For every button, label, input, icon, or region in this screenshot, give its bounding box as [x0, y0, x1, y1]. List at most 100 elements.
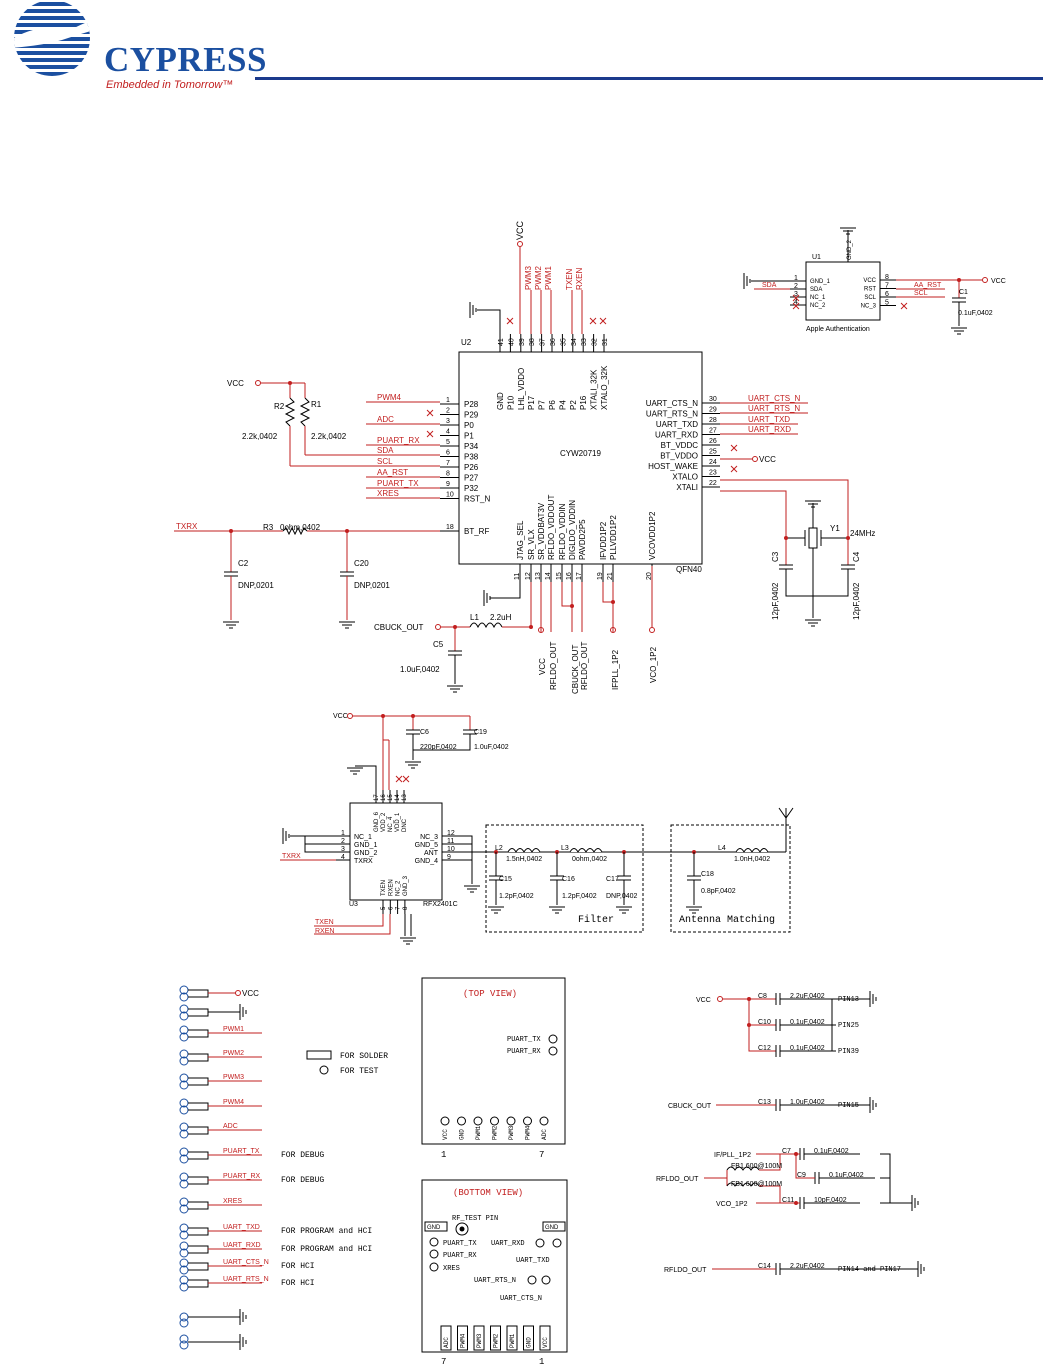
u2-pin-num: 4	[446, 429, 450, 436]
u2-pin-num: 32	[592, 338, 599, 346]
net-txen-top: TXEN	[565, 268, 574, 290]
u1-pin-num: 2	[794, 283, 798, 290]
net-uart-cts: UART_CTS_N	[748, 394, 801, 403]
connector-row: PWM1	[179, 1025, 262, 1042]
rf-feed: TXRX R3 0ohm,0402 C2 DNP,0201 C20 DNP,02…	[174, 522, 440, 629]
header-rule	[255, 77, 1043, 80]
u3-pin-num: 4	[341, 854, 345, 861]
net-xres: XRES	[377, 489, 399, 498]
u2-pin-name: XTALI_32K	[590, 369, 599, 410]
u2-bottom-nets: VCC RFLDO_OUT CBUCK_OUT RFLDO_OUT IFPLL_…	[374, 566, 658, 694]
y1-ref: Y1	[830, 524, 840, 533]
r3-ref: R3	[263, 523, 274, 532]
u2-pin-name: P1	[464, 432, 474, 441]
r3-value: 0ohm,0402	[280, 523, 321, 532]
c20-ref: C20	[354, 559, 369, 568]
u1-pin-num: 1	[794, 275, 798, 282]
u2-pin-name: PAVDD2P5	[578, 519, 587, 560]
pad-icon	[457, 1116, 466, 1126]
u3-pin-name: GND_3	[403, 875, 409, 896]
u2-pin-name: XTALO_32K	[600, 365, 609, 410]
dec-ifpll: IF/PLL_1P2	[714, 1152, 751, 1159]
c17-value: DNP,0402	[606, 893, 638, 900]
pad-icon	[523, 1325, 534, 1351]
u2-pin-name: BT_VDDO	[660, 452, 698, 461]
u3-pin-name: GND_6	[374, 811, 380, 832]
pad-icon	[506, 1116, 516, 1126]
net-pwm2-top: PWM2	[534, 265, 543, 290]
vcc-right: VCC	[759, 455, 776, 464]
c5-ref: C5	[433, 640, 444, 649]
u2-pin-num: 38	[529, 338, 536, 346]
top-pad-2: PUART_RX	[507, 1048, 541, 1056]
u2-pin-num: 40	[508, 338, 515, 346]
pad-icon	[440, 1325, 452, 1351]
bv-label-5: UART_TXD	[516, 1257, 550, 1265]
u2-pin-num: 33	[581, 338, 588, 346]
cbuck-out-b: CBUCK_OUT	[571, 645, 580, 694]
u1-pin-num: 3	[794, 291, 798, 298]
u2-pin-num: 31	[602, 338, 609, 346]
filter-label: Filter	[578, 914, 614, 926]
r1-ref: R1	[311, 400, 322, 409]
connector-note: FOR DEBUG	[281, 1151, 324, 1160]
u2-pin-name: P2	[569, 400, 578, 410]
u2-pin-num: 3	[446, 418, 450, 425]
net-txrx-a: TXRX	[176, 522, 198, 531]
top-pad-1: PUART_TX	[507, 1036, 541, 1044]
u2-part: CYW20719	[560, 449, 601, 458]
u3-pin-num: 13	[402, 794, 408, 801]
u2-pin-num: 25	[709, 449, 717, 456]
c20-value: DNP,0201	[354, 581, 390, 590]
u1-sda-net: SDA	[762, 282, 777, 289]
u2-top-pins: 41GND40P1039LHL_VDDO38P1737P736P635P434P…	[496, 334, 609, 410]
bottom-view: (BOTTOM VIEW) GND GND RF_TEST PIN PUART_…	[421, 1179, 568, 1367]
u2-pin-num: 8	[446, 471, 450, 478]
u3-pin-num: 11	[447, 838, 454, 845]
c2-ref: C2	[238, 559, 249, 568]
u1-label: Apple Authentication	[806, 326, 870, 333]
u1-pin-name: SCL	[864, 295, 876, 301]
u1-ref: U1	[812, 254, 821, 261]
brand-tagline: Embedded in Tomorrow™	[106, 79, 234, 91]
top-pin-first: 1	[441, 1150, 446, 1160]
u2-pin-name: UART_CTS_N	[646, 399, 699, 408]
pad-icon	[490, 1116, 499, 1126]
u2-package: QFN40	[676, 565, 702, 574]
connector-label: PWM2	[223, 1050, 244, 1057]
connector-note: FOR HCI	[281, 1262, 315, 1271]
u1-pin-name: RST	[864, 287, 876, 293]
bottom-view-pad-label: PWM3	[476, 1333, 483, 1348]
connector-note: FOR HCI	[281, 1279, 315, 1288]
u3-pin-name: VDD_2	[381, 812, 387, 832]
connector-label: PWM1	[223, 1026, 244, 1033]
dec-vcc: VCC	[696, 997, 711, 1004]
top-view-pad-label: PWM4	[525, 1125, 532, 1140]
ifpll-bottom: IFPLL_1P2	[611, 649, 620, 690]
u2-pin-name: RFLDO_VDDOUT	[547, 495, 556, 560]
u1-scl: SCL	[914, 290, 928, 297]
u3-pin-num: 12	[447, 830, 455, 837]
connector-label: UART_CTS_N	[223, 1259, 269, 1266]
u1-pin-num: 6	[885, 291, 889, 298]
c4-value: 12pF,0402	[852, 582, 861, 620]
u2-pin-name: P38	[464, 453, 479, 462]
bv-label-4: UART_RXD	[491, 1240, 525, 1248]
u3-pins: 1NC_12GND_13GND_24TXRX12NC_311GND_510ANT…	[336, 790, 456, 914]
decoupling-value: 0.1uF,0402	[790, 1019, 825, 1026]
u2-pin-name: P34	[464, 442, 479, 451]
c1-ref: C1	[959, 289, 968, 296]
u2-pin-name: BT_VDDC	[661, 441, 699, 450]
u2-pin-name: DIGLDO_VDDIN	[568, 500, 577, 560]
pad-icon	[523, 1116, 532, 1126]
filter-box	[485, 824, 644, 933]
top-view-pad-label: VCC	[442, 1129, 449, 1140]
pad-icon	[440, 1116, 450, 1126]
u3-pin-name: NC_4	[388, 816, 394, 832]
u2-pin-num: 29	[709, 407, 717, 414]
u2-pin-name: P26	[464, 463, 479, 472]
u3-rxen: RXEN	[315, 928, 334, 935]
pullup-resistors: VCC R2 R1 2.2k,0402 2.2k,0402	[227, 379, 347, 466]
